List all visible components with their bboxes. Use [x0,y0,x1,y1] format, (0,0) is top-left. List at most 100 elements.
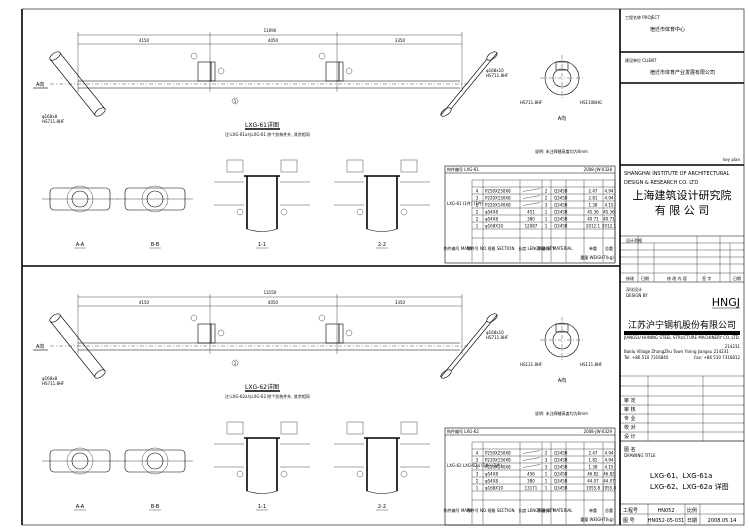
part-callout-circle [217,329,225,337]
company-logo: HNGJ [712,296,740,309]
part-callout-circle [345,329,353,337]
left-diagonal-pipe-end [49,51,61,61]
company-fax: Fax: +86 510 7316812 [694,355,740,360]
institute-name-cn: 上海建筑设计研究院 [633,188,732,202]
part-material: Q345B [554,451,568,456]
part-qty: 2 [545,189,548,194]
weld-note: 说明: 未注焊缝高度均为6mm [535,148,588,154]
dimension-box [400,421,418,435]
dimension-1: 4150 [139,300,150,305]
right-diagonal-pipe-end [440,107,452,117]
part-callout-circle [400,208,408,216]
right-diagonal-pipe-end [486,313,498,323]
table-title: 构件编号 LXG-61 [447,166,479,172]
detail-design-label: 深化设计 [626,286,642,292]
part-length: 380 [527,479,535,484]
part-section: P220X150X8 [485,196,511,201]
company-tel: Tel: +86 510 7316840 [623,355,669,360]
signoff-label: 专 业 [624,415,636,422]
part-qty: 2 [545,451,548,456]
left-diagonal-pipe-end [94,107,106,117]
detail-title: LXG-62详图 [245,383,279,391]
total-weight: 44.07 [603,479,615,484]
right-pipe-spec: HS711.8HF [486,73,509,78]
total-weight: 4.94 [605,189,614,194]
part-length: 12087 [525,224,538,229]
dimension-box [226,421,244,435]
job-number-label: 工程号 [623,507,638,514]
unit-weight: 1955.8 [586,486,600,491]
detail-title: LXG-61详图 [245,121,279,129]
dimension-2: 4050 [268,38,279,43]
dimension-3: 3350 [395,38,406,43]
part-callout-circle [236,470,244,478]
unit-weight: 2.47 [589,451,598,456]
part-material: Q345B [554,224,568,229]
revision-header: 日期 [641,275,649,281]
total-weight: 4.15 [605,203,614,208]
date-label: 日期 [687,518,697,524]
table-header: 数量 QTY [537,507,555,513]
client-label: 建设单位 CLIENT [625,57,657,63]
part-material: Q345B [554,458,568,463]
table-header: 总重 [605,507,613,513]
drawing-title-en: DRAWING TITLE [624,453,656,458]
right-diagonal-pipe [440,52,498,116]
table-group-label: LXG-61 (1件) (1件) [447,200,484,206]
dimension-box [400,159,418,173]
part-section: P220X140X8 [485,465,511,470]
overall-dimension: 13150 [264,290,277,295]
part-length: 380 [527,217,535,222]
total-weight: 4.94 [605,458,614,463]
left-diagonal-pipe-end [94,369,106,379]
part-section: P250X250X8 [485,451,511,456]
table-header-weight: 重量 WEIGHT(kg) [580,254,614,260]
plate-symbol [522,202,541,206]
left-diagonal-pipe-end [49,313,61,323]
section-label: B-B [151,504,160,510]
section-label: B-B [151,242,160,248]
part-section: φ54X8 [485,210,498,215]
part-section: φ54X8 [485,472,498,477]
table-header: 构件编号 MARK [444,245,473,251]
drawing-number-label: 图 号 [623,518,635,524]
part-number: 2 [476,217,479,222]
unit-weight: 45.36 [587,210,599,215]
weld-note: 说明: 未注焊缝高度均为6mm [535,410,588,416]
company-name-en: JIANGSU HUNING STEEL STRUCTURE MACHINERY… [623,335,740,340]
view-a-tag-left: HS121.8HF [520,362,543,367]
dimension-box [280,159,298,173]
unit-weight: 1.38 [589,465,598,470]
table-code: 2008-JW-0328 [584,167,613,172]
design-stamp-label: 设计资格 [626,237,642,243]
table-header: 材料 MATERIAL [543,245,573,251]
dimension-box [226,159,244,173]
part-material: Q345B [554,203,568,208]
part-number: 4 [476,189,479,194]
part-callout-circle [318,314,326,322]
view-a-tag-right: HS110BHG [580,100,602,105]
part-number: 1 [476,486,479,491]
dimension-box [280,421,298,435]
dimension-box [346,421,364,435]
plate-symbol [522,188,541,192]
table-header: 零件号 NO. [467,245,488,251]
client-name: 宿迁市体育产业发展有限公司 [650,69,715,76]
right-diagonal-pipe-end [440,369,452,379]
section-label: A-A [76,504,85,510]
part-number: 2 [476,203,479,208]
signoff-label: 审 核 [624,406,636,413]
part-qty: 2 [545,196,548,201]
part-qty: 1 [545,224,548,229]
view-a-title: A向 [558,115,566,122]
plate-symbol [522,464,541,468]
part-number: 1 [476,224,479,229]
total-weight: 2012.1 [602,224,616,229]
project-label: 工程名称 PROJECT [625,14,660,20]
scale-label: 比例 [687,507,697,514]
part-section: P220X140X8 [485,203,511,208]
part-callout-circle [345,67,353,75]
unit-weight: 1.38 [589,203,598,208]
